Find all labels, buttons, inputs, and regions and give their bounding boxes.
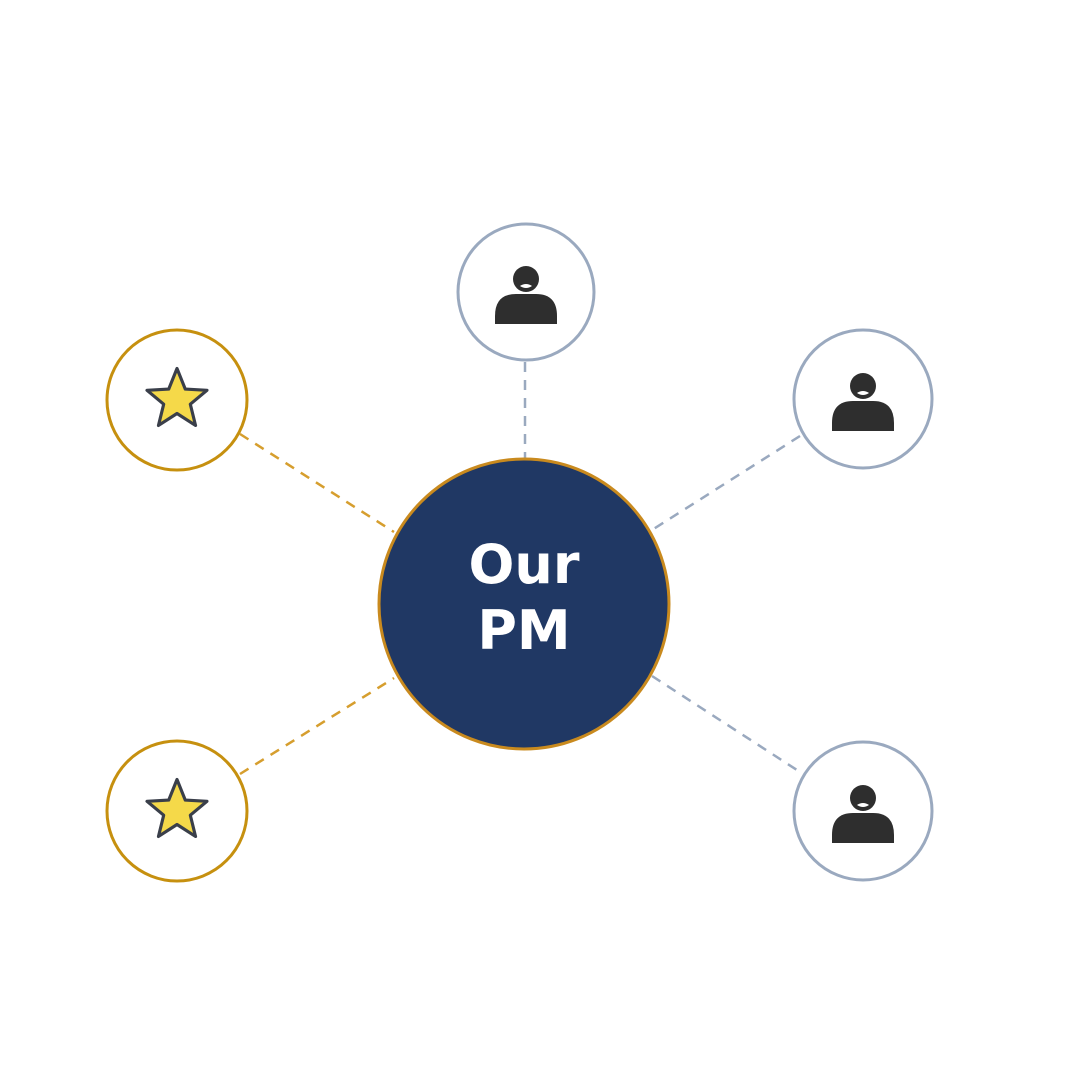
connectors [239,362,801,776]
node-upper-left [105,328,249,472]
connector-upper-right [651,434,801,532]
hub-node: Our PM [377,457,671,751]
connector-lower-left [239,676,395,776]
node-lower-left [105,739,249,883]
hub-circle [377,457,671,751]
hub-label-line1: Our [469,533,580,596]
node-top [456,222,596,362]
hub-label-line2: PM [477,599,570,662]
node-lower-right [792,740,934,882]
node-upper-right [792,328,934,470]
connector-upper-left [239,432,395,534]
connector-lower-right [651,674,801,774]
